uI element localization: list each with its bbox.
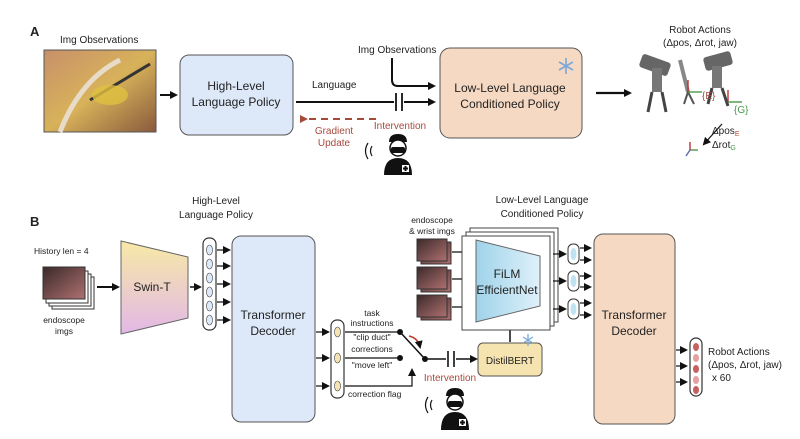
frame-e-label: {E} [702,91,716,102]
output-column-high [330,319,345,399]
arrows-tokens-to-decoder [217,246,231,324]
snowflake-icon-a [558,58,574,74]
swin-t-label: Swin-T [133,280,171,294]
surgeon-icon-b [424,388,469,430]
token-pairs-low [567,243,580,320]
robot-actions-b-line2: (Δpos, Δrot, jaw) [708,360,782,371]
wrist-imgs-label-2: & wrist imgs [409,226,455,236]
arrows-decoder-to-actions [676,346,688,386]
high-level-label-a1: High-Level [207,79,264,93]
intervention-label-a: Intervention [374,121,426,132]
frame-g-label: {G} [734,105,749,116]
high-level-title-b2: Language Policy [179,210,253,221]
arrows-tokens-to-decoder-low [580,244,592,319]
corrections-label: corrections [351,344,393,354]
surgical-scene-image [43,49,157,133]
high-level-title-b1: High-Level [192,196,240,207]
film-efficientnet-encoder [475,239,541,323]
transformer-decoder-low [593,233,676,425]
arrows-decoder-to-outputs [316,328,330,390]
history-label: History len = 4 [34,246,89,256]
robot-actions-a-line2: (Δpos, Δrot, jaw) [663,38,737,49]
robot-actions-a-line1: Robot Actions [669,25,731,36]
distilbert-box [477,342,543,377]
transformer-decoder-low-label-1: Transformer [602,308,667,322]
transformer-decoder-low-label-2: Decoder [611,324,656,338]
high-level-policy-box-a [179,54,294,136]
robot-actions-b-line1: Robot Actions [708,347,770,358]
img-observations-top-label: Img Observations [358,45,436,56]
distilbert-label: DistilBERT [486,356,534,367]
correction-flag-label: correction flag [348,389,402,399]
surgeon-icon-a [364,134,412,175]
arrows-film-to-tokens [553,250,567,313]
panel-a-letter: A [30,24,40,39]
task-example-label: "clip duct" [353,332,390,342]
img-observations-arrow [391,58,436,90]
low-level-label-a2: Conditioned Policy [460,97,559,111]
transformer-decoder-high-label-1: Transformer [241,308,306,322]
switch-lever [399,331,426,360]
corrections-example-label: "move left" [352,360,393,370]
swin-t-encoder [120,240,189,335]
img-observations-left-label: Img Observations [60,35,138,46]
wrist-imgs-label-1: endoscope [411,215,453,225]
efficientnet-label: EfficientNet [476,283,538,297]
low-level-policy-box-a [439,47,583,139]
snowflake-icon-distilbert [522,334,534,346]
endoscope-label-2: imgs [55,326,73,336]
endoscope-label-1: endoscope [43,315,85,325]
task-instructions-label-2: instructions [351,318,394,328]
low-level-title-b2: Conditioned Policy [501,209,584,220]
film-label: FiLM [494,267,521,281]
gradient-label-2: Update [318,138,351,149]
gradient-label-1: Gradient [315,126,354,137]
task-instructions-label-1: task [364,308,380,318]
transformer-decoder-high [231,235,316,423]
token-column-b1 [202,237,217,331]
panel-b-letter: B [30,214,39,229]
robot-actions-b-line3: x 60 [712,373,731,384]
robot-gripper-illustration [639,51,742,157]
low-level-title-b1: Low-Level Language [496,195,589,206]
switch-indicator-arrow [408,335,423,349]
transformer-decoder-high-label-2: Decoder [250,324,295,338]
low-level-label-a1: Low-Level Language [454,81,566,95]
action-token-column [689,337,703,397]
delta-pos-label: ΔposE [712,126,740,138]
endoscope-image-stack [42,266,95,310]
wrist-image-stack [416,238,452,321]
switch-node-corrections [397,355,403,361]
correction-flag-line [345,368,416,387]
language-label: Language [312,80,357,91]
high-level-label-a2: Language Policy [192,95,281,109]
delta-rot-label: ΔrotG [712,140,736,152]
intervention-label-b: Intervention [424,373,476,384]
